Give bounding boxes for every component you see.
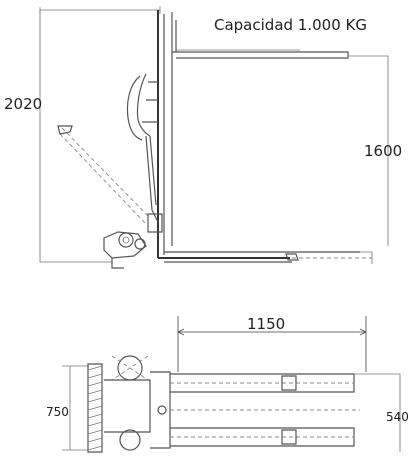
rear-chassis: [87, 363, 103, 453]
tiller-tilt-upper: [61, 127, 151, 219]
body-frame: [104, 379, 151, 433]
side-view: [39, 6, 389, 269]
handle-brackets: [142, 81, 158, 123]
mast-base: [150, 371, 171, 449]
steering-wheel-circle: [119, 429, 141, 451]
lower-load-roller: [281, 429, 297, 445]
capacity-label: Capacidad 1.000 KG: [214, 16, 367, 34]
fork-tip: [360, 251, 373, 264]
total-height-label: 2020: [4, 95, 42, 113]
fork-width-label: 540: [386, 410, 409, 424]
handle-bar-inner: [136, 73, 151, 137]
fork-length-arrows: [177, 328, 367, 336]
tiller-tilt-lower: [59, 133, 147, 225]
pedal-foot: [111, 258, 124, 269]
top-view: [62, 316, 401, 453]
fork-width-outline: [354, 373, 401, 452]
overall-height-outline: [39, 9, 160, 263]
tiller-arm-inner: [149, 135, 157, 206]
lowered-fork-lines: [164, 251, 360, 263]
front-wheel-hub: [122, 236, 130, 244]
mast-pivot: [157, 405, 167, 415]
tilt-handle-grip: [57, 125, 73, 135]
chassis-hatching: [87, 365, 103, 451]
pedal-assembly: [103, 231, 147, 259]
pump-block: [147, 213, 163, 233]
fork-load-wheel: [285, 253, 299, 261]
raised-fork: [172, 51, 349, 59]
front-wheel: [118, 232, 134, 248]
fork-length-dimension-lines: [177, 316, 367, 372]
fork-length-label: 1150: [247, 315, 285, 333]
lift-height-outline: [348, 55, 389, 246]
overall-width-extension: [62, 365, 88, 451]
handle-bar: [126, 75, 143, 141]
overall-width-label: 750: [46, 405, 69, 419]
tiller-cross-dashed: [111, 355, 149, 381]
height-extension-lines: [39, 6, 161, 14]
lift-height-label: 1600: [364, 142, 402, 160]
upper-load-roller: [281, 375, 297, 391]
drive-wheel: [134, 238, 146, 250]
tiller-arm: [145, 135, 159, 223]
